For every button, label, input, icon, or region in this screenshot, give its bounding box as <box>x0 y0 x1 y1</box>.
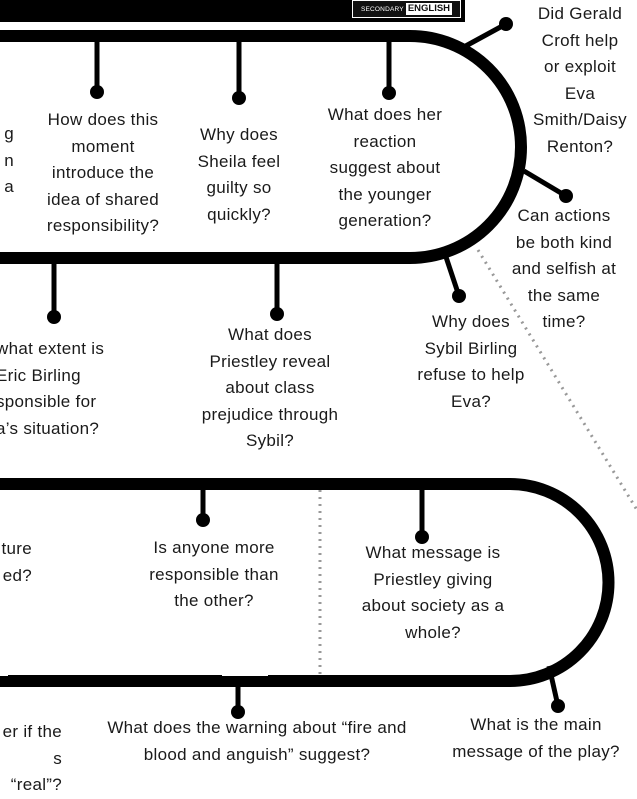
question-gerald-croft: Did Gerald Croft help or exploit Eva Smi… <box>533 4 627 156</box>
white-patch <box>222 628 268 676</box>
upper-track-line <box>0 30 527 264</box>
question-her-reaction: What does her reaction suggest about the… <box>327 105 443 230</box>
milestone-society <box>415 484 429 544</box>
question-left-cut-2: ture ed? <box>1 539 32 585</box>
question-eric-responsible: what extent is Eric Birling sponsible fo… <box>0 339 105 438</box>
milestone-shared <box>90 36 104 99</box>
brand-english: ENGLISH <box>405 3 453 15</box>
question-left-cut-1: g n a <box>4 124 14 196</box>
milestone-eric <box>47 258 61 324</box>
header-bar <box>0 0 465 22</box>
milestone-kind <box>522 168 573 203</box>
dotted-guide-line <box>476 249 637 511</box>
question-main-message: What is the main message of the play? <box>452 715 620 761</box>
milestone-sybil <box>442 253 466 303</box>
question-sheila-guilty: Why does Sheila feel guilty so quickly? <box>197 125 281 224</box>
question-shared-responsibility: How does this moment introduce the idea … <box>46 110 160 235</box>
milestone-message <box>546 665 565 713</box>
brand-badge: SECONDARY ENGLISH <box>352 0 461 18</box>
milestone-warning <box>231 681 245 719</box>
milestone-reaction <box>382 36 396 100</box>
question-anyone-more: Is anyone more responsible than the othe… <box>149 538 279 610</box>
question-kind-selfish: Can actions be both kind and selfish at … <box>511 206 617 331</box>
white-patch <box>185 432 230 478</box>
question-fire-blood-anguish: What does the warning about “fire and bl… <box>107 718 407 764</box>
milestone-gerald <box>460 17 513 51</box>
question-class-prejudice: What does Priestley reveal about class p… <box>201 325 339 450</box>
milestone-more <box>196 484 210 527</box>
brand-secondary: SECONDARY <box>360 5 404 13</box>
milestone-class <box>270 258 284 321</box>
question-left-cut-3: er if the s “real”? <box>2 722 62 794</box>
question-priestley-society: What message is Priestley giving about s… <box>361 543 505 642</box>
white-patch <box>0 628 8 676</box>
question-sybil-refuse: Why does Sybil Birling refuse to help Ev… <box>417 312 525 411</box>
milestone-sheila <box>232 36 246 105</box>
timeline-diagram <box>0 0 637 719</box>
